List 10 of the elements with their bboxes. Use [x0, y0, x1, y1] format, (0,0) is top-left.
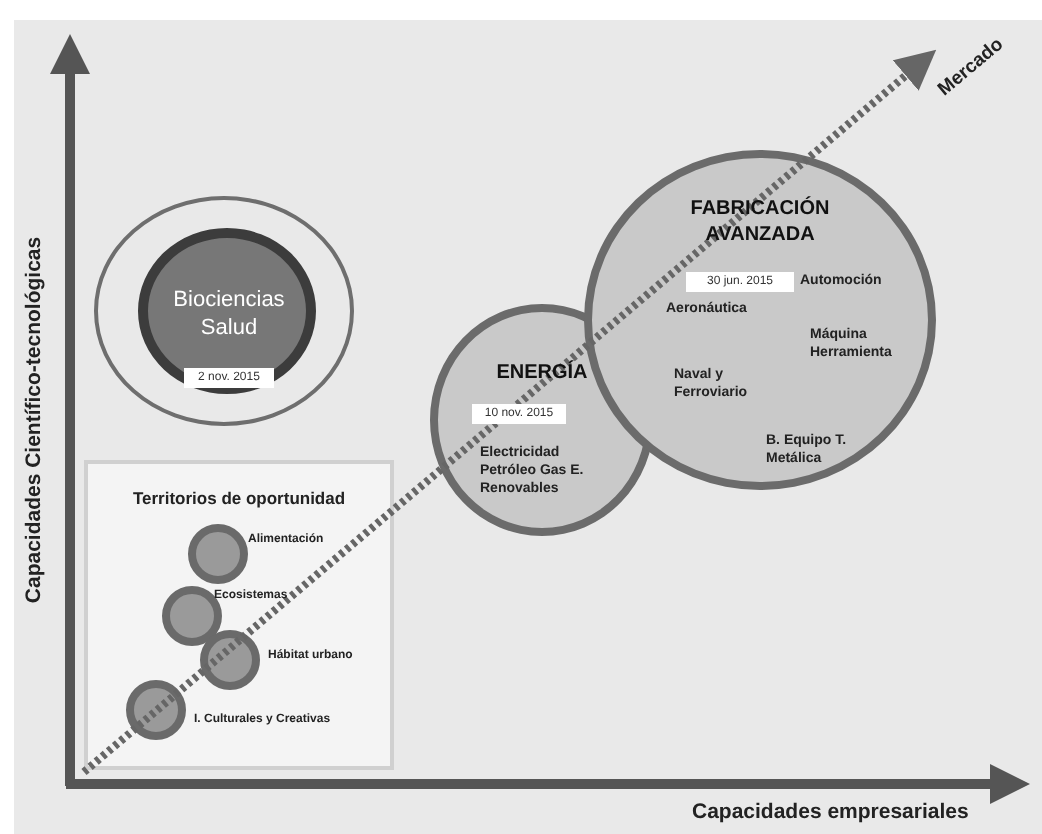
ring-circle [94, 196, 354, 426]
sector-title: Biociencias Salud [171, 286, 287, 342]
sector-title: FABRICACIÓN AVANZADA [688, 196, 832, 248]
sector-title: ENERGÍA [494, 362, 590, 386]
axis-title: Capacidades Científico-tecnológicas [22, 236, 46, 604]
territory-circle [188, 524, 248, 584]
territory-circle [126, 680, 186, 740]
panel-title: Territorios de oportunidad [130, 488, 348, 510]
axis-title: Capacidades empresariales [692, 800, 969, 824]
legend-panel [84, 460, 394, 770]
